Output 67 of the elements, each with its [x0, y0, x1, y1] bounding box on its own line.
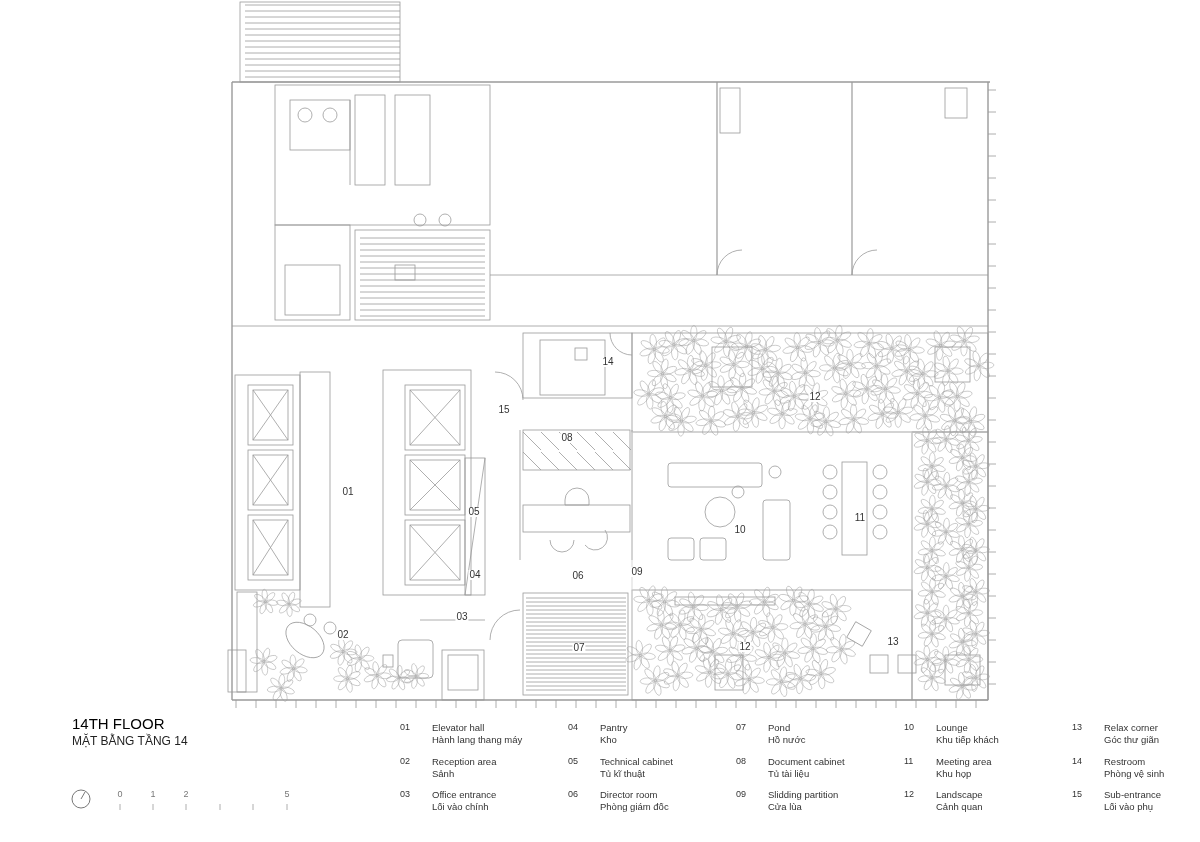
room-name: Document cabinet [768, 757, 845, 767]
room-name-translation: Sảnh [432, 769, 455, 779]
room-number: 09 [630, 567, 644, 577]
key-number: 14 [1072, 757, 1082, 766]
plan-subtitle: MẶT BẰNG TẦNG 14 [72, 735, 188, 747]
room-number: 03 [455, 612, 469, 622]
room-number: 04 [468, 570, 482, 580]
key-number: 12 [904, 790, 914, 799]
room-number: 05 [467, 507, 481, 517]
room-number: 10 [733, 525, 747, 535]
room-name: Pantry [600, 723, 628, 733]
room-number: 15 [497, 405, 511, 415]
room-name-translation: Phòng vệ sinh [1104, 769, 1165, 779]
room-number: 01 [341, 487, 355, 497]
key-number: 06 [568, 790, 578, 799]
room-name-translation: Cảnh quan [936, 802, 983, 812]
room-name-translation: Kho [600, 735, 617, 745]
key-number: 01 [400, 723, 410, 732]
room-name: Technical cabinet [600, 757, 673, 767]
room-number: 08 [560, 433, 574, 443]
room-name-translation: Khu tiếp khách [936, 735, 999, 745]
room-number: 14 [601, 357, 615, 367]
room-number: 13 [886, 637, 900, 647]
room-name-translation: Tủ tài liệu [768, 769, 810, 779]
room-name: Relax corner [1104, 723, 1158, 733]
scale-number: 2 [183, 790, 189, 799]
scale-number: 5 [284, 790, 290, 799]
room-name: Landscape [936, 790, 983, 800]
room-name-translation: Góc thư giãn [1104, 735, 1159, 745]
key-number: 07 [736, 723, 746, 732]
room-number: 07 [572, 643, 586, 653]
room-name-translation: Phòng giám đốc [600, 802, 669, 812]
room-name-translation: Hành lang thang máy [432, 735, 523, 745]
room-name: Elevator hall [432, 723, 485, 733]
scale-number: 0 [117, 790, 123, 799]
key-number: 09 [736, 790, 746, 799]
key-number: 02 [400, 757, 410, 766]
room-name-translation: Lối vào phụ [1104, 802, 1154, 812]
key-number: 05 [568, 757, 578, 766]
room-number: 11 [853, 513, 867, 523]
plan-title: 14TH FLOOR [72, 716, 165, 731]
key-number: 15 [1072, 790, 1082, 799]
room-name-translation: Cửa lùa [768, 802, 802, 812]
room-name-translation: Hồ nước [768, 735, 806, 745]
room-number: 06 [571, 571, 585, 581]
key-number: 13 [1072, 723, 1082, 732]
room-number: 02 [336, 630, 350, 640]
room-name-translation: Khu họp [936, 769, 972, 779]
room-name: Lounge [936, 723, 968, 733]
room-name-translation: Tủ kĩ thuật [600, 769, 645, 779]
scale-number: 1 [150, 790, 156, 799]
room-name-translation: Lối vào chính [432, 802, 489, 812]
key-number: 10 [904, 723, 914, 732]
room-name: Meeting area [936, 757, 992, 767]
room-name: Slidding partition [768, 790, 839, 800]
key-number: 08 [736, 757, 746, 766]
room-name: Reception area [432, 757, 497, 767]
key-number: 03 [400, 790, 410, 799]
room-name: Director room [600, 790, 658, 800]
room-name: Pond [768, 723, 791, 733]
room-number: 12 [738, 642, 752, 652]
key-number: 11 [904, 757, 914, 766]
room-name: Restroom [1104, 757, 1146, 767]
room-number: 12 [808, 392, 822, 402]
room-name: Sub-entrance [1104, 790, 1162, 800]
room-name: Office entrance [432, 790, 497, 800]
key-number: 04 [568, 723, 578, 732]
